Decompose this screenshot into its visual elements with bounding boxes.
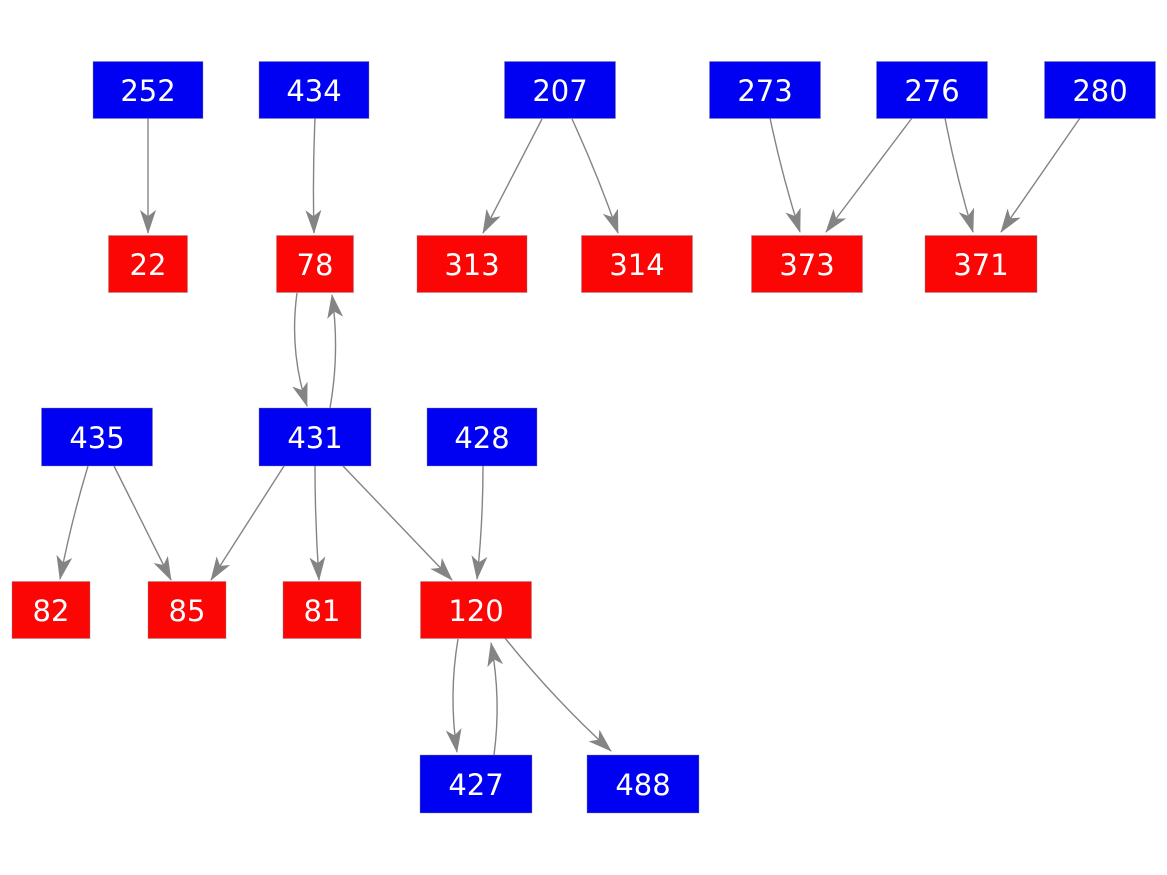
edge-276-371 <box>944 117 975 233</box>
node-373: 373 <box>751 235 863 293</box>
node-435-label: 435 <box>69 421 124 455</box>
node-488-box <box>586 754 700 814</box>
node-85-box <box>147 581 227 639</box>
node-82-box <box>11 581 91 639</box>
node-431-label: 431 <box>287 421 342 455</box>
node-82-label: 82 <box>33 594 70 628</box>
node-488-label: 488 <box>615 768 670 802</box>
node-207: 207 <box>504 61 616 119</box>
node-273-label: 273 <box>737 74 792 108</box>
node-434-box <box>258 61 370 119</box>
node-78-box <box>276 235 354 293</box>
node-252: 252 <box>92 61 204 119</box>
node-252-label: 252 <box>120 74 175 108</box>
node-280: 280 <box>1044 61 1156 119</box>
edge-431-78 <box>327 294 344 409</box>
node-427-label: 427 <box>448 768 503 802</box>
node-435-box <box>41 407 153 467</box>
edge-431-85 <box>210 465 285 581</box>
node-314: 314 <box>581 235 693 293</box>
node-427: 427 <box>419 754 533 814</box>
node-434: 434 <box>258 61 370 119</box>
node-85-label: 85 <box>169 594 206 628</box>
node-81-box <box>282 581 362 639</box>
node-252-box <box>92 61 204 119</box>
node-488: 488 <box>586 754 700 814</box>
node-313-box <box>416 235 528 293</box>
node-207-box <box>504 61 616 119</box>
node-85: 85 <box>147 581 227 639</box>
node-120-label: 120 <box>448 594 503 628</box>
nodes-layer: 252 434 207 273 276 280 22 78 313 314 373 371 435 431… <box>11 61 1156 814</box>
node-78: 78 <box>276 235 354 293</box>
node-78-label: 78 <box>297 248 334 282</box>
node-273-box <box>709 61 821 119</box>
node-435: 435 <box>41 407 153 467</box>
node-81: 81 <box>282 581 362 639</box>
node-373-label: 373 <box>779 248 834 282</box>
node-371-box <box>924 235 1038 293</box>
node-428-box <box>426 407 538 467</box>
node-276-box <box>876 61 988 119</box>
node-280-label: 280 <box>1072 74 1127 108</box>
node-22-label: 22 <box>130 248 167 282</box>
node-276: 276 <box>876 61 988 119</box>
node-428: 428 <box>426 407 538 467</box>
node-314-box <box>581 235 693 293</box>
edge-207-313 <box>482 118 543 234</box>
node-276-label: 276 <box>904 74 959 108</box>
edge-276-373 <box>825 117 913 233</box>
edge-435-85 <box>113 465 172 581</box>
edge-431-120 <box>342 465 453 581</box>
edge-280-371 <box>1000 117 1081 233</box>
edge-120-488 <box>504 637 612 752</box>
edge-273-373 <box>769 117 801 233</box>
node-273: 273 <box>709 61 821 119</box>
edge-435-82 <box>56 465 89 580</box>
node-82: 82 <box>11 581 91 639</box>
node-207-label: 207 <box>532 74 587 108</box>
node-371: 371 <box>924 235 1038 293</box>
node-431: 431 <box>258 407 372 467</box>
edge-431-81 <box>309 465 326 581</box>
node-120: 120 <box>420 581 532 639</box>
edge-427-120 <box>487 642 504 756</box>
node-120-box <box>420 581 532 639</box>
edge-120-427 <box>445 638 462 753</box>
node-22-box <box>108 235 188 293</box>
node-427-box <box>419 754 533 814</box>
node-22: 22 <box>108 235 188 293</box>
node-313: 313 <box>416 235 528 293</box>
node-280-box <box>1044 61 1156 119</box>
node-434-label: 434 <box>286 74 341 108</box>
edge-434-78 <box>305 117 322 234</box>
node-428-label: 428 <box>454 421 509 455</box>
edges-layer <box>56 117 1081 756</box>
node-371-label: 371 <box>953 248 1008 282</box>
edge-428-120 <box>471 465 488 580</box>
node-431-box <box>258 407 372 467</box>
node-314-label: 314 <box>609 248 664 282</box>
node-313-label: 313 <box>444 248 499 282</box>
edge-78-431 <box>292 292 308 407</box>
edge-207-314 <box>571 118 619 234</box>
node-373-box <box>751 235 863 293</box>
node-81-label: 81 <box>304 594 341 628</box>
